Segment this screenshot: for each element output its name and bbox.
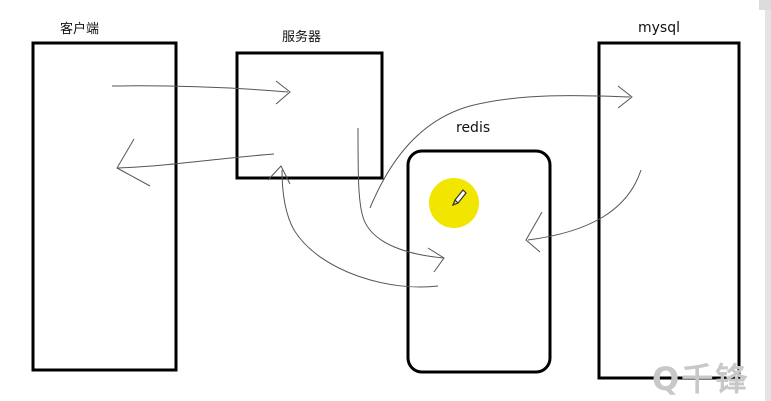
arrow-server-to-client: [116, 138, 275, 187]
window-corner: [759, 0, 771, 10]
arrow-server-to-mysql: [369, 85, 633, 209]
arrow-redis-to-server: [267, 165, 439, 288]
redis-box: [406, 149, 552, 374]
arrow-client-to-server: [111, 80, 291, 105]
server-box: [235, 51, 384, 180]
client-label: 客户端: [60, 22, 100, 37]
brand-watermark: Q千锋: [652, 360, 750, 398]
arrow-server-to-redis: [357, 127, 445, 273]
client-box: [31, 41, 178, 372]
redis-label: redis: [456, 120, 491, 136]
arrow-mysql-to-redis: [525, 169, 642, 253]
pencil-cursor-icon: [451, 189, 467, 207]
mysql-box: [597, 41, 741, 380]
mysql-label: mysql: [638, 20, 680, 36]
window-edge: [765, 0, 771, 401]
server-label: 服务器: [282, 30, 322, 45]
